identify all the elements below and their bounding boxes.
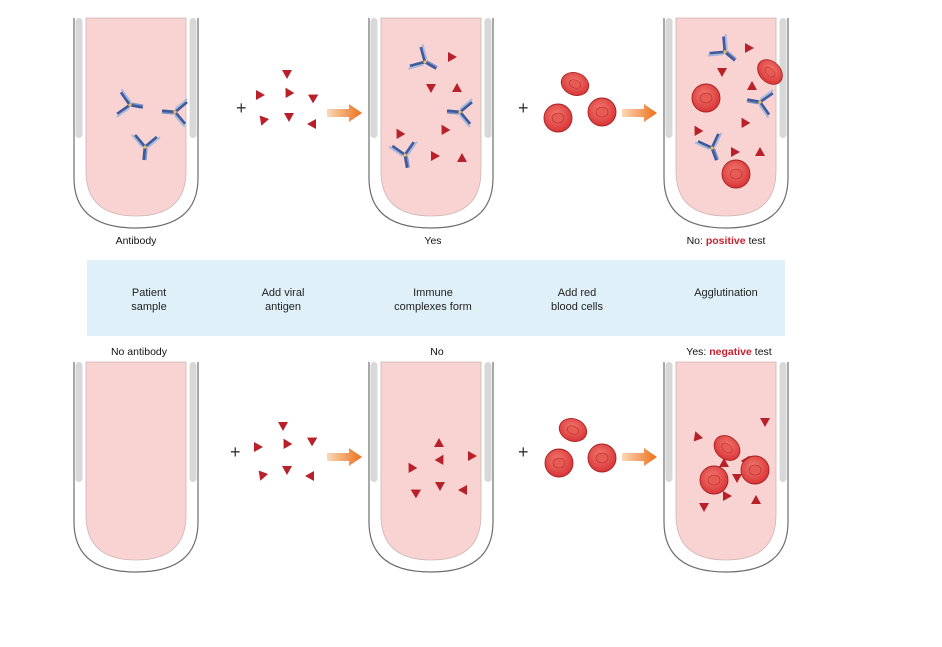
test-tube-patient-antibody: [73, 17, 199, 229]
test-tube-immune-complex: [368, 17, 494, 229]
antigen-cluster-bottom: [254, 422, 320, 483]
plus-sign-bottom-1: +: [230, 442, 241, 462]
step-2-line-1: Add viral: [262, 287, 305, 299]
arrow-top-2: [622, 104, 657, 122]
step-1-line-2: sample: [131, 301, 166, 313]
test-tube-patient-no-antibody: [73, 361, 199, 573]
steps-band: [87, 260, 785, 336]
arrow-bottom-2: [622, 448, 657, 466]
rbc-cluster-top: [543, 68, 617, 133]
step-agglutination: Agglutination: [694, 287, 758, 299]
step-add-red-blood-cells: Add red blood cells: [551, 287, 603, 313]
arrow-bottom-1: [327, 448, 362, 466]
step-4-line-1: Add red: [558, 287, 597, 299]
arrow-top-1: [327, 104, 362, 122]
label-antibody: Antibody: [116, 235, 158, 247]
rbc-cluster-bottom: [544, 414, 617, 478]
label-positive-highlight: positive: [706, 235, 746, 247]
step-3-line-1: Immune: [413, 287, 453, 299]
label-positive-test: No: positive test: [687, 235, 766, 247]
plus-sign-top-1: +: [236, 98, 247, 118]
step-4-line-2: blood cells: [551, 301, 603, 313]
label-negative-test: Yes: negative test: [686, 346, 772, 358]
step-immune-complexes: Immune complexes form: [394, 287, 472, 313]
step-add-viral-antigen: Add viral antigen: [262, 287, 305, 313]
label-no: No: [430, 346, 444, 358]
label-yes: Yes: [424, 235, 441, 247]
antigen-cluster-top: [256, 70, 321, 129]
step-5-line-1: Agglutination: [694, 287, 758, 299]
step-3-line-2: complexes form: [394, 301, 472, 313]
step-1-line-1: Patient: [132, 287, 166, 299]
label-positive-suffix: test: [746, 235, 766, 247]
step-2-line-2: antigen: [265, 301, 301, 313]
label-positive-prefix: No:: [687, 235, 706, 247]
label-no-antibody: No antibody: [111, 346, 168, 358]
label-negative-highlight: negative: [709, 346, 752, 358]
label-negative-suffix: test: [752, 346, 772, 358]
test-tube-free-antigen: [368, 361, 494, 573]
plus-sign-top-2: +: [518, 98, 529, 118]
step-patient-sample: Patient sample: [131, 287, 166, 313]
plus-sign-bottom-2: +: [518, 442, 529, 462]
label-negative-prefix: Yes:: [686, 346, 709, 358]
